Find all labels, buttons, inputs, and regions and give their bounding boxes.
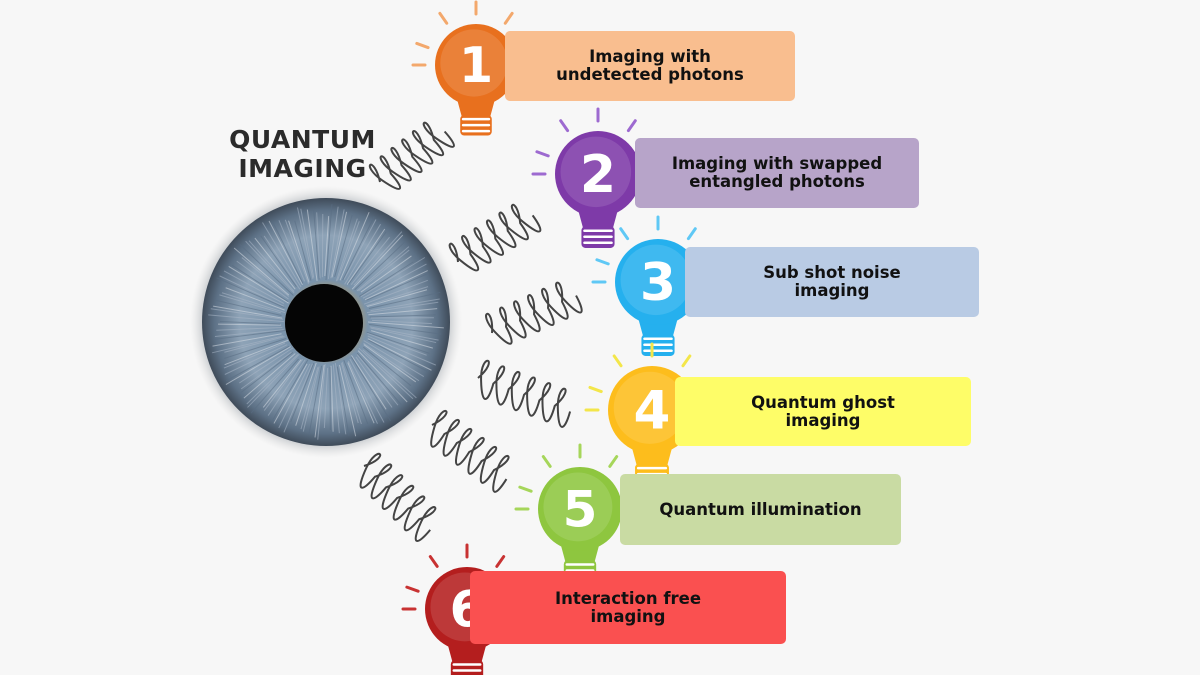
- bulb-number-2: 2: [580, 145, 616, 205]
- bulb-base-3: [641, 334, 675, 356]
- eye-pupil: [285, 284, 363, 362]
- photon-spring-6: [359, 452, 437, 542]
- item-box-5: Quantum illumination: [620, 474, 901, 545]
- bulb-icon-2: 2: [531, 107, 665, 248]
- photon-spring-5: [430, 409, 510, 493]
- bulb-number-3: 3: [640, 253, 676, 313]
- eye-iris-image: [190, 186, 462, 458]
- bulb-number-5: 5: [563, 481, 598, 539]
- item-4-line-1: Quantum ghost: [751, 392, 895, 412]
- photon-spring-4: [477, 359, 572, 428]
- bulb-base-1: [460, 115, 492, 136]
- item-2-line-1: Imaging with swapped: [671, 154, 883, 173]
- photon-spring-3: [485, 281, 583, 345]
- bulb-number-4: 4: [634, 380, 671, 441]
- item-3-line-1: Sub shot noise: [763, 263, 901, 282]
- bulb-icon-4: 4: [584, 342, 720, 486]
- item-1-line-2: undetected photons: [556, 65, 744, 84]
- title-line-2: IMAGING: [238, 154, 367, 183]
- item-5-line-1: Quantum illumination: [659, 499, 862, 519]
- item-6-line-2: imaging: [590, 606, 666, 626]
- bulb-icon-1: 1: [411, 0, 541, 136]
- item-1-line-1: Imaging with: [589, 47, 711, 66]
- diagram-title: QUANTUM IMAGING: [210, 125, 395, 183]
- photon-springs: [359, 121, 583, 542]
- bulb-base-6: [450, 660, 484, 675]
- bulb-number-1: 1: [459, 37, 493, 94]
- item-6-line-1: Interaction free: [554, 588, 702, 608]
- photon-spring-1: [368, 121, 455, 190]
- photon-spring-2: [448, 203, 542, 272]
- bulb-icon-5: 5: [514, 443, 646, 582]
- item-3-line-2: imaging: [794, 281, 870, 300]
- item-2-line-2: entangled photons: [689, 172, 865, 191]
- bulb-icon-3: 3: [591, 215, 725, 356]
- bulb-base-2: [581, 226, 615, 248]
- item-4-line-2: imaging: [785, 410, 861, 430]
- title-line-1: QUANTUM: [229, 125, 376, 154]
